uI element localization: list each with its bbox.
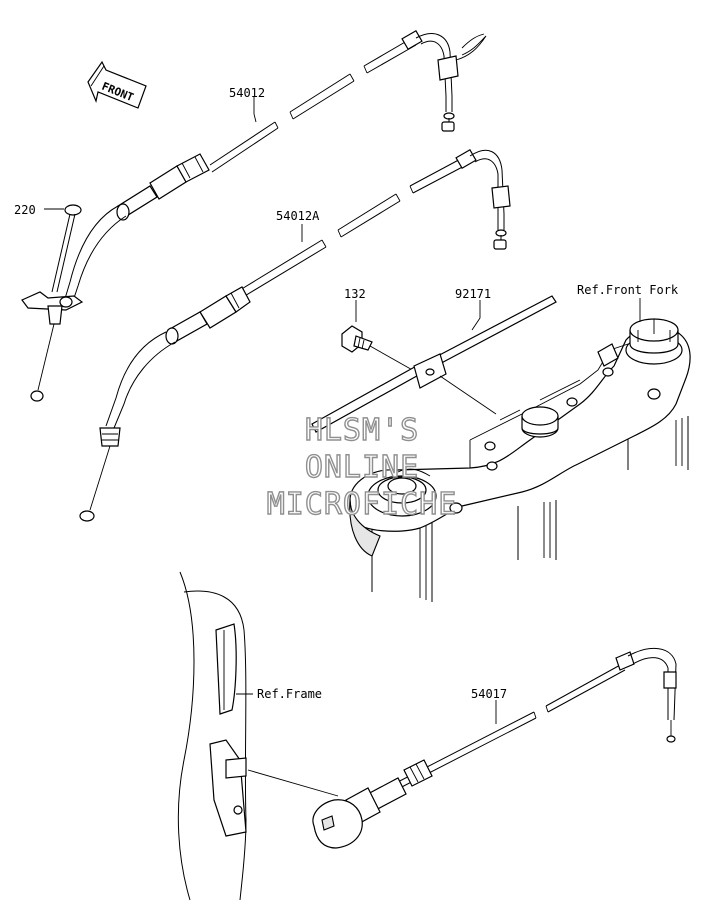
watermark-line-3: MICROFICHE [267,487,458,522]
label-92171: 92171 [455,287,491,301]
front-arrow-icon: FRONT [87,60,147,109]
label-54012a: 54012A [276,209,320,223]
label-54017: 54017 [471,687,507,701]
bolt-132 [341,325,417,373]
label-220: 220 [14,203,36,217]
screw-220 [51,204,82,293]
watermark-line-2: ONLINE [305,450,419,485]
label-54012: 54012 [229,86,265,100]
throttle-cable-54012 [21,29,487,402]
throttle-cable-54012a [79,148,511,522]
frame-section [177,571,247,901]
leader-lines [44,96,641,797]
label-ref-frame: Ref.Frame [257,687,322,701]
watermark: HLSM'S ONLINE MICROFICHE [266,412,458,522]
cable-guide-92171 [311,295,557,433]
choke-cable-54017 [312,647,677,849]
watermark-line-1: HLSM'S [305,413,419,448]
label-132: 132 [344,287,366,301]
label-ref-front-fork: Ref.Front Fork [577,283,679,297]
front-fork-triple-clamp [349,318,691,602]
